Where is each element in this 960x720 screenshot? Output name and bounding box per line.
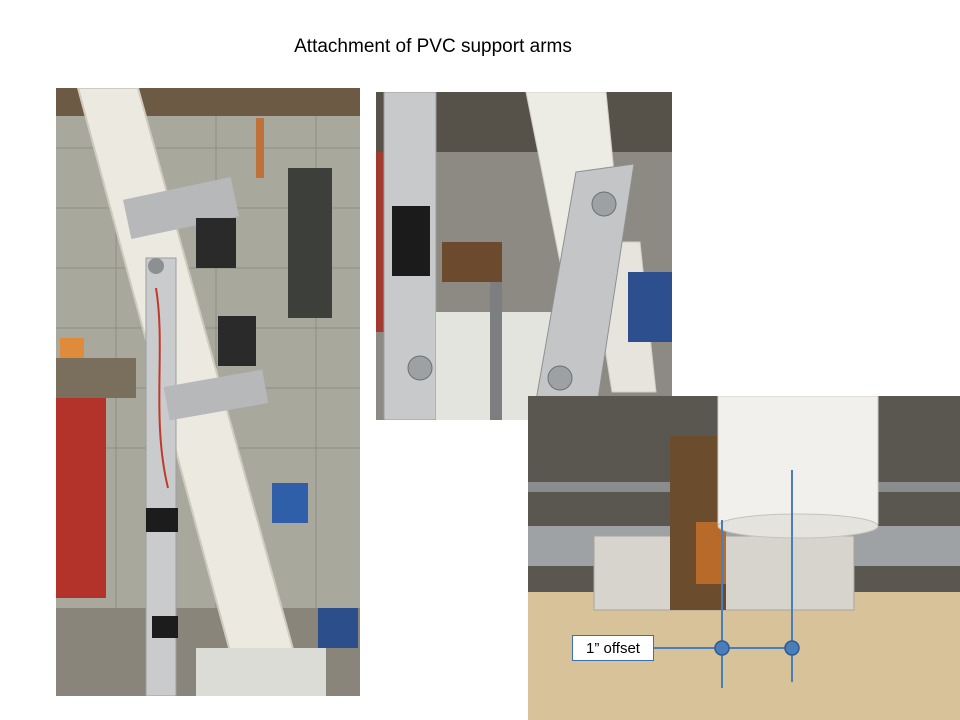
slide-title: Attachment of PVC support arms <box>294 36 572 57</box>
photo-left <box>56 88 360 696</box>
offset-label: 1” offset <box>572 635 654 661</box>
photo-right <box>528 396 960 720</box>
photo-middle <box>376 92 672 420</box>
